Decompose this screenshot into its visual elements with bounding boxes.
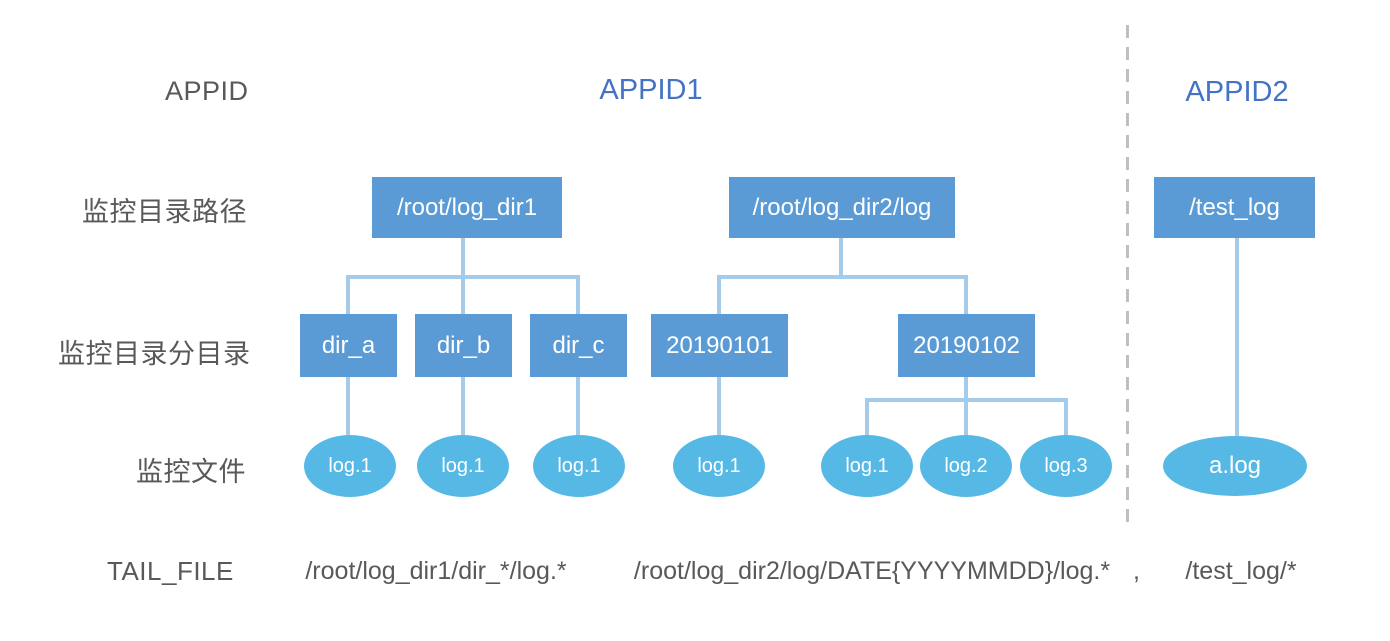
file-ellipse-a-log: a.log [1163, 436, 1307, 496]
subdir-box-dir-a: dir_a [300, 314, 397, 377]
connector-drop-log3 [1064, 398, 1068, 435]
tail-file-path-log-dir1: /root/log_dir1/dir_*/log.* [305, 557, 567, 585]
row-label-appid: APPID [165, 76, 249, 106]
connector-testlog-file [1235, 238, 1239, 436]
row-label-monitor-dir-path: 监控目录路径 [82, 197, 247, 227]
connector-20190102-stem [964, 377, 968, 402]
connector-drop-log1 [865, 398, 869, 435]
connector-drop-dir-a [346, 275, 350, 314]
subdir-box-20190102: 20190102 [898, 314, 1035, 377]
tail-file-path-log-dir2: /root/log_dir2/log/DATE{YYYYMMDD}/log.* [633, 557, 1111, 585]
appid1-header: APPID1 [599, 74, 703, 106]
file-ellipse-20190102-log2: log.2 [920, 435, 1012, 497]
connector-drop-20190102 [964, 275, 968, 314]
connector-root2-stem [839, 238, 843, 279]
file-ellipse-20190102-log3: log.3 [1020, 435, 1112, 497]
tail-file-path-test-log: /test_log/* [1185, 557, 1297, 585]
tail-file-separator: , [1133, 557, 1140, 585]
section-divider-dashed-line [1126, 25, 1129, 525]
subdir-box-dir-c: dir_c [530, 314, 627, 377]
connector-drop-log2 [964, 398, 968, 435]
appid2-header: APPID2 [1185, 76, 1289, 108]
file-ellipse-dir-b-log1: log.1 [417, 435, 509, 497]
connector-root1-stem [461, 238, 465, 279]
connector-drop-20190101 [717, 275, 721, 314]
file-ellipse-20190102-log1: log.1 [821, 435, 913, 497]
connector-dir-a-file [346, 377, 350, 435]
file-ellipse-dir-c-log1: log.1 [533, 435, 625, 497]
connector-dir-c-file [576, 377, 580, 435]
file-ellipse-20190101-log1: log.1 [673, 435, 765, 497]
subdir-box-20190101: 20190101 [651, 314, 788, 377]
connector-drop-dir-b [461, 275, 465, 314]
dir-box-root-log-dir2: /root/log_dir2/log [729, 177, 955, 238]
row-label-monitor-subdir: 监控目录分目录 [58, 339, 251, 369]
connector-root2-branch [717, 275, 968, 279]
row-label-monitor-file: 监控文件 [136, 457, 246, 487]
dir-box-root-log-dir1: /root/log_dir1 [372, 177, 562, 238]
dir-box-test-log: /test_log [1154, 177, 1315, 238]
subdir-box-dir-b: dir_b [415, 314, 512, 377]
file-ellipse-dir-a-log1: log.1 [304, 435, 396, 497]
connector-drop-dir-c [576, 275, 580, 314]
connector-20190101-file [717, 377, 721, 435]
connector-dir-b-file [461, 377, 465, 435]
row-label-tail-file: TAIL_FILE [107, 556, 234, 586]
